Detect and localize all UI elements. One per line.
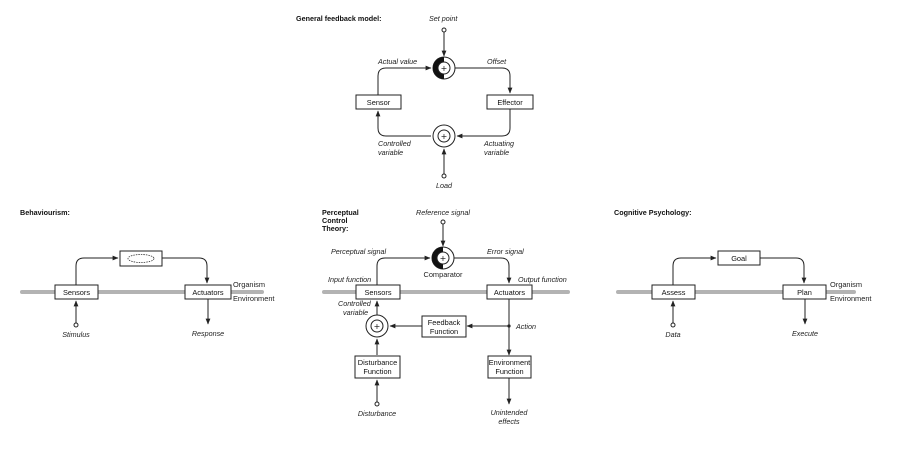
disturbance-terminal xyxy=(374,401,380,407)
sensor-box xyxy=(355,94,402,110)
actuating-arrow xyxy=(456,109,511,139)
controlled-variable-label-1: Controlled xyxy=(378,139,412,148)
cognitive-organism-label: Organism xyxy=(830,280,862,289)
pct-sensors-box xyxy=(355,284,401,300)
actual-value-label: Actual value xyxy=(377,57,417,66)
unintended-effects-label-1: Unintended xyxy=(491,408,529,417)
feedback-function-label-2: Function xyxy=(430,327,458,336)
environment-function-label-2: Function xyxy=(495,367,523,376)
response-label: Response xyxy=(192,329,224,338)
organism-label: Organism xyxy=(233,280,265,289)
actuators-label: Actuators xyxy=(192,288,224,297)
environment-function-label-1: Environment xyxy=(489,358,531,367)
comparator-label: Comparator xyxy=(423,270,463,279)
bottom-comparator: + xyxy=(432,124,456,148)
execute-label: Execute xyxy=(792,329,818,338)
cloud-icon xyxy=(127,254,155,263)
error-signal-label: Error signal xyxy=(487,247,524,256)
goal-to-plan-arrow xyxy=(760,257,807,284)
feedback-function-label-1: Feedback xyxy=(428,318,461,327)
top-comparator-plus: + xyxy=(441,64,448,73)
controlled-variable-label-2: variable xyxy=(378,148,403,157)
assess-to-goal-arrow xyxy=(672,255,717,285)
assess-label: Assess xyxy=(662,288,686,297)
controlled-variable-arrow xyxy=(375,110,431,137)
data-label: Data xyxy=(665,330,680,339)
behaviourism-model: Behaviourism: Organism Environment Senso… xyxy=(20,208,275,339)
disturbance-function-label-2: Function xyxy=(363,367,391,376)
perceptual-signal-arrow xyxy=(376,255,431,285)
pct-comparator: + xyxy=(431,246,455,270)
reference-terminal xyxy=(440,219,446,225)
bottom-comparator-plus: + xyxy=(441,132,448,141)
cognitive-title: Cognitive Psychology: xyxy=(614,208,691,217)
top-comparator: + xyxy=(432,56,456,80)
disturbance-label: Disturbance xyxy=(358,409,396,418)
pct-controlled-variable-1: Controlled xyxy=(338,299,372,308)
pct-model: Perceptual Control Theory: Reference sig… xyxy=(322,208,570,426)
goal-label: Goal xyxy=(731,254,747,263)
general-feedback-model: General feedback model: Set point + Actu… xyxy=(296,14,534,190)
pct-comparator-plus: + xyxy=(440,254,447,263)
assess-box xyxy=(651,284,696,300)
data-terminal xyxy=(670,322,676,328)
general-model-title: General feedback model: xyxy=(296,14,381,23)
effector-label: Effector xyxy=(497,98,523,107)
sensor-label: Sensor xyxy=(367,98,391,107)
pct-controlled-variable-2: variable xyxy=(343,308,368,317)
actuating-variable-label-2: variable xyxy=(484,148,509,157)
unintended-effects-label-2: effects xyxy=(498,417,520,426)
behaviourism-title: Behaviourism: xyxy=(20,208,70,217)
disturbance-function-box xyxy=(354,355,401,379)
cognitive-environment-label: Environment xyxy=(830,294,872,303)
sensors-label: Sensors xyxy=(63,288,90,297)
blackbox-to-actuators-arrow xyxy=(162,257,210,284)
reference-signal-label: Reference signal xyxy=(416,208,470,217)
pct-actuators-label: Actuators xyxy=(494,288,526,297)
offset-label: Offset xyxy=(487,57,507,66)
pct-title-2: Control xyxy=(322,216,348,225)
error-signal-arrow xyxy=(454,257,512,284)
pct-title-1: Perceptual xyxy=(322,208,359,217)
environment-label: Environment xyxy=(233,294,275,303)
stimulus-label: Stimulus xyxy=(62,330,90,339)
disturbance-function-label-1: Disturbance xyxy=(358,358,397,367)
stimulus-terminal xyxy=(73,322,79,328)
sensors-box xyxy=(54,284,99,300)
offset-arrow xyxy=(455,67,513,94)
cv-comparator-plus: + xyxy=(374,322,381,331)
pct-sensors-label: Sensors xyxy=(364,288,391,297)
pct-title-3: Theory: xyxy=(322,224,348,233)
load-label: Load xyxy=(436,181,453,190)
perceptual-signal-label: Perceptual signal xyxy=(331,247,387,256)
sensors-to-blackbox-arrow xyxy=(75,255,119,285)
cognitive-model: Cognitive Psychology: Organism Environme… xyxy=(614,208,872,339)
actuating-variable-label-1: Actuating xyxy=(483,139,514,148)
plan-label: Plan xyxy=(797,288,812,297)
set-point-terminal xyxy=(441,27,447,33)
load-terminal xyxy=(441,173,447,179)
set-point-label: Set point xyxy=(429,14,458,23)
input-function-label: Input function xyxy=(328,275,371,284)
cv-comparator: + xyxy=(365,314,389,338)
output-function-label: Output function xyxy=(518,275,567,284)
action-label: Action xyxy=(515,322,536,331)
actual-value-arrow xyxy=(377,65,432,95)
